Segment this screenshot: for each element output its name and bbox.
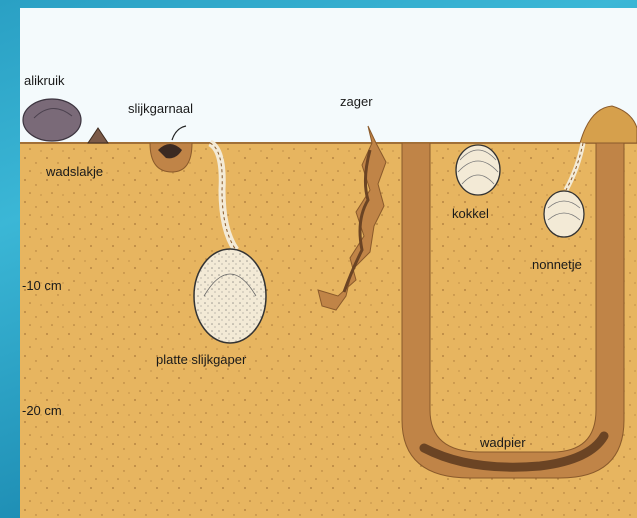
- sky-panel: [20, 8, 637, 144]
- depth-minus-20: -20 cm: [22, 403, 62, 418]
- label-kokkel: kokkel: [452, 206, 489, 221]
- depth-minus-10: -10 cm: [22, 278, 62, 293]
- slijkgaper-shell-dots: [194, 249, 266, 343]
- nonnetje-shell: [544, 191, 584, 237]
- label-alikruik: alikruik: [24, 73, 64, 88]
- kokkel-shell: [456, 145, 500, 195]
- label-nonnetje: nonnetje: [532, 257, 582, 272]
- label-slijkgarnaal: slijkgarnaal: [128, 101, 193, 116]
- label-platte-slijkgaper: platte slijkgaper: [156, 352, 246, 367]
- alikruik-shell: [23, 99, 81, 141]
- label-wadpier: wadpier: [480, 435, 526, 450]
- label-wadslakje: wadslakje: [46, 164, 103, 179]
- label-zager: zager: [340, 94, 373, 109]
